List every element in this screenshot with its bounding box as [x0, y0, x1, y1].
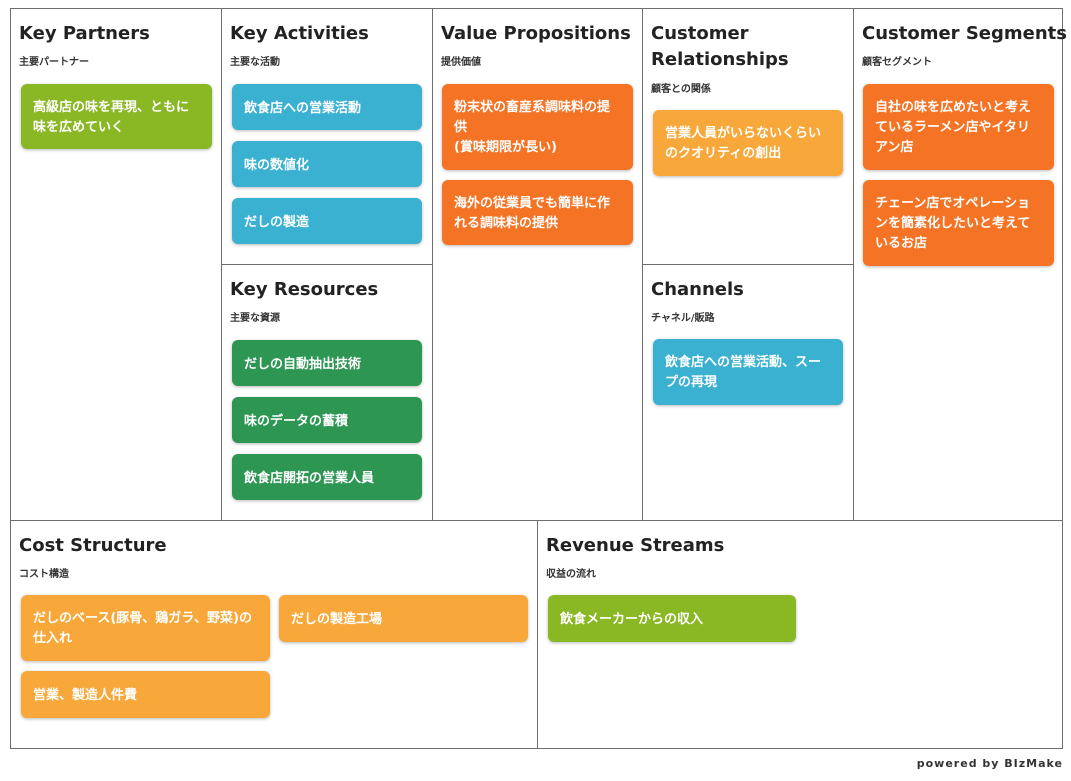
- divider: [11, 520, 1062, 521]
- note-card[interactable]: 味の数値化: [232, 141, 422, 187]
- note-card[interactable]: チェーン店でオペレーションを簡素化したいと考えているお店: [863, 180, 1054, 266]
- note-card[interactable]: 高級店の味を再現、ともに味を広めていく: [21, 84, 212, 149]
- section-title: Customer Segments: [862, 23, 1067, 44]
- section-title: Key Activities: [230, 23, 369, 44]
- section-title: Key Partners: [19, 23, 150, 44]
- section-title: Key Resources: [230, 279, 379, 300]
- key-partners-section: Key Partners 主要パートナー 高級店の味を再現、ともに味を広めていく: [11, 9, 221, 520]
- section-subtitle: 主要な活動: [230, 57, 280, 68]
- note-card[interactable]: 飲食店への営業活動、スープの再現: [653, 339, 843, 405]
- section-subtitle: 顧客セグメント: [862, 57, 932, 68]
- business-model-canvas: Key Partners 主要パートナー 高級店の味を再現、ともに味を広めていく…: [10, 8, 1067, 749]
- section-subtitle: チャネル/販路: [651, 313, 715, 324]
- note-card[interactable]: 味のデータの蓄積: [232, 397, 422, 443]
- note-card[interactable]: だしの自動抽出技術: [232, 340, 422, 386]
- value-propositions-section: Value Propositions 提供価値 粉末状の畜産系調味料の提供 (賞…: [433, 9, 642, 520]
- note-card[interactable]: 営業、製造人件費: [21, 671, 270, 718]
- divider: [432, 9, 433, 520]
- section-subtitle: 顧客との関係: [651, 84, 711, 95]
- customer-relationships-section: Customer Relationships 顧客との関係 営業人員がいらないく…: [643, 9, 853, 264]
- note-card[interactable]: 飲食店への営業活動: [232, 84, 422, 130]
- note-card[interactable]: 飲食メーカーからの収入: [548, 595, 796, 642]
- section-subtitle: コスト構造: [19, 569, 69, 580]
- divider: [642, 264, 853, 265]
- note-card[interactable]: 粉末状の畜産系調味料の提供 (賞味期限が長い): [442, 84, 633, 170]
- section-title: Customer Relationships: [651, 23, 789, 70]
- section-subtitle: 収益の流れ: [546, 569, 596, 580]
- note-card[interactable]: だしのベース(豚骨、鶏ガラ、野菜)の仕入れ: [21, 595, 270, 661]
- divider: [853, 9, 854, 520]
- section-subtitle: 主要な資源: [230, 313, 280, 324]
- section-title: Revenue Streams: [546, 535, 725, 556]
- note-card[interactable]: だしの製造工場: [279, 595, 528, 642]
- note-card[interactable]: 営業人員がいらないくらいのクオリティの創出: [653, 110, 843, 176]
- divider: [221, 264, 432, 265]
- note-card[interactable]: だしの製造: [232, 198, 422, 244]
- section-title: Cost Structure: [19, 535, 167, 556]
- cost-structure-section: Cost Structure コスト構造 だしのベース(豚骨、鶏ガラ、野菜)の仕…: [11, 521, 537, 749]
- section-title: Channels: [651, 279, 744, 300]
- customer-segments-section: Customer Segments 顧客セグメント 自社の味を広めたいと考えてい…: [854, 9, 1067, 520]
- key-activities-section: Key Activities 主要な活動 飲食店への営業活動 味の数値化 だしの…: [222, 9, 432, 264]
- note-card[interactable]: 海外の従業員でも簡単に作れる調味料の提供: [442, 180, 633, 245]
- section-title: Value Propositions: [441, 23, 631, 44]
- note-card[interactable]: 自社の味を広めたいと考えているラーメン店やイタリアン店: [863, 84, 1054, 170]
- key-resources-section: Key Resources 主要な資源 だしの自動抽出技術 味のデータの蓄積 飲…: [222, 265, 432, 520]
- powered-by-footer: powered by BIzMake: [916, 757, 1063, 770]
- channels-section: Channels チャネル/販路 飲食店への営業活動、スープの再現: [643, 265, 853, 520]
- section-subtitle: 提供価値: [441, 57, 481, 68]
- section-subtitle: 主要パートナー: [19, 57, 89, 68]
- revenue-streams-section: Revenue Streams 収益の流れ 飲食メーカーからの収入: [538, 521, 1062, 749]
- divider: [537, 520, 538, 749]
- note-card[interactable]: 飲食店開拓の営業人員: [232, 454, 422, 500]
